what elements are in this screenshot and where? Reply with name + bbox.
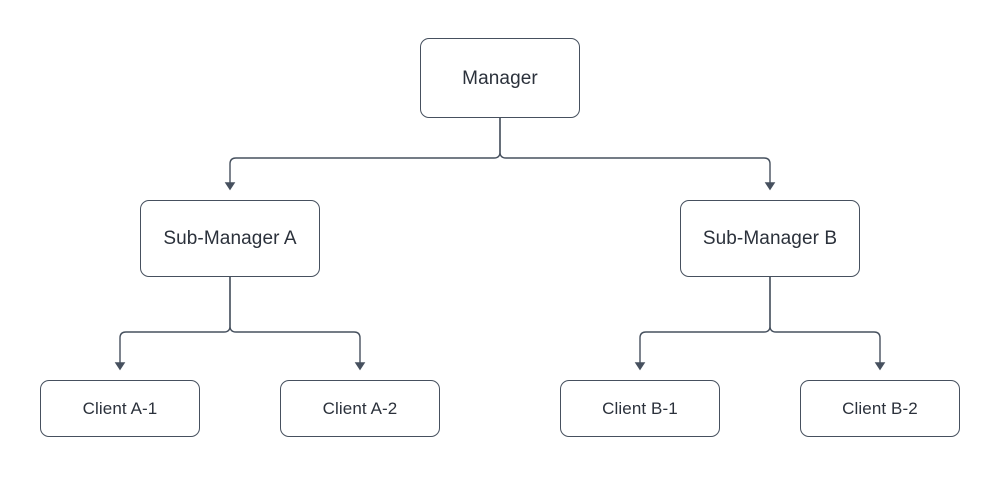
edge-submanager-b-to-client-b2 [769,277,886,371]
node-sub-manager-b[interactable]: Sub-Manager B [680,200,860,277]
edge-manager-to-submanager-b [499,118,776,191]
node-client-a1-label: Client A-1 [82,399,158,418]
node-client-a2[interactable]: Client A-2 [280,380,440,437]
node-client-b1[interactable]: Client B-1 [560,380,720,437]
node-client-b2-label: Client B-2 [842,399,918,418]
node-sub-manager-b-label: Sub-Manager B [702,228,838,249]
node-manager[interactable]: Manager [420,38,580,118]
node-manager-label: Manager [462,67,538,89]
edge-submanager-a-to-client-a2 [229,277,366,371]
node-client-a1[interactable]: Client A-1 [40,380,200,437]
edge-submanager-a-to-client-a1 [114,277,231,371]
edge-manager-to-submanager-a [224,118,501,191]
node-client-a2-label: Client A-2 [322,399,398,418]
node-client-b1-label: Client B-1 [602,399,678,418]
node-sub-manager-a[interactable]: Sub-Manager A [140,200,320,277]
edge-submanager-b-to-client-b1 [634,277,771,371]
node-sub-manager-a-label: Sub-Manager A [163,228,297,249]
node-client-b2[interactable]: Client B-2 [800,380,960,437]
